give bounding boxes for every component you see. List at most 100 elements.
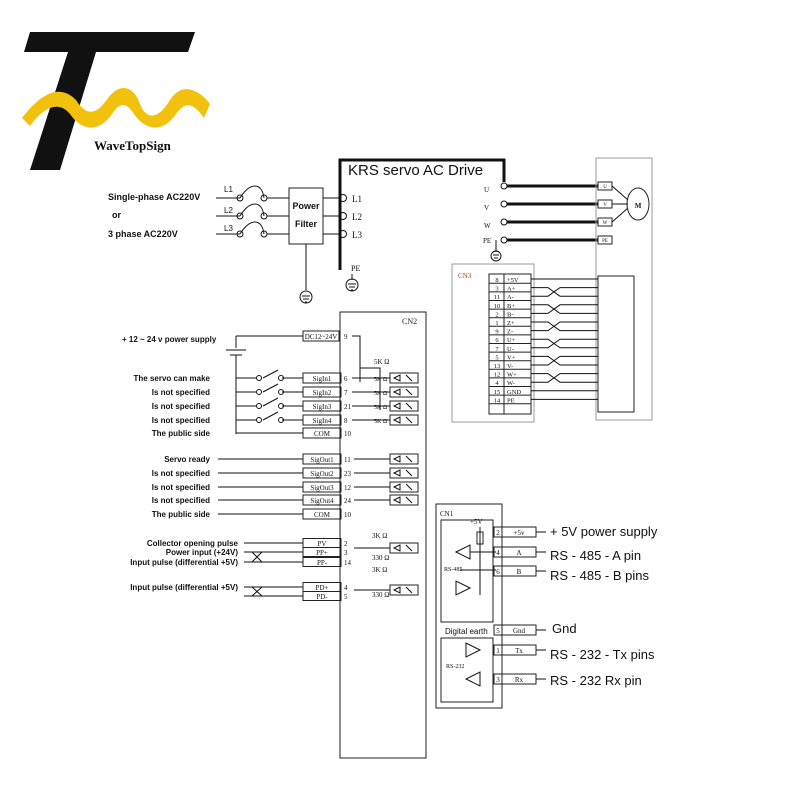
twisted-pair-wire — [531, 338, 598, 349]
pulse-label: Collector opening pulse — [147, 539, 239, 548]
cn3-pin: 3 — [495, 286, 498, 293]
cn3-signal: B- — [507, 311, 514, 318]
drive-term-l2: L2 — [352, 212, 362, 222]
cn3-signal: A+ — [507, 286, 516, 293]
cn2-label: CN2 — [402, 317, 417, 326]
pulse-opto-diode — [392, 544, 413, 552]
switch-contact — [256, 417, 262, 423]
cn3-pin: 15 — [494, 389, 501, 396]
opto-transistor — [392, 496, 413, 504]
rs485-block — [440, 519, 494, 623]
plug-pin-w: W — [603, 221, 608, 226]
power-label-3: 3 phase AC220V — [108, 229, 178, 239]
pulse-term: PV — [318, 540, 327, 548]
pulse-pin: 4 — [344, 584, 348, 592]
drive-term-l1: L1 — [352, 194, 362, 204]
cn1-label: CN1 — [440, 510, 454, 518]
cn1-pin: 5 — [496, 627, 500, 635]
rs232-label: RS-232 — [446, 664, 464, 670]
input-term: COM — [314, 430, 331, 438]
opto-transistor — [392, 483, 413, 491]
cn1-term: A — [516, 549, 521, 557]
cn1-pin: 4 — [496, 549, 500, 557]
power-input-lines — [216, 197, 240, 235]
cn1-desc: RS - 232 Rx pin — [550, 673, 642, 688]
input-resistor: 5K Ω — [374, 405, 388, 411]
twisted-pair-wire — [531, 373, 598, 383]
motor-internal-leads — [611, 185, 629, 223]
rs485-label: RS-485 — [444, 567, 462, 573]
pulse-term: PP+ — [316, 549, 328, 557]
logo-wave — [22, 87, 210, 128]
input-switch — [236, 383, 303, 393]
cn1-desc: RS - 485 - B pins — [550, 568, 649, 583]
input-term: SigIn4 — [313, 417, 332, 425]
twisted-pair-wire — [531, 355, 598, 366]
filter-label-2: Filter — [295, 219, 318, 229]
motor-term-u: U — [484, 186, 489, 194]
cn3-pin: 13 — [494, 363, 501, 370]
logo: WaveTopSign — [22, 32, 210, 170]
cn1-pin: 3 — [496, 676, 500, 684]
motor-term-w: W — [484, 222, 491, 230]
cn2-supply: + 12 ~ 24 v power supply DC12~24V 9 5K Ω — [122, 330, 390, 434]
twisted-pair-wire — [531, 373, 598, 383]
cn1-term: +5v — [514, 529, 525, 537]
cn3-signal: PE — [507, 397, 515, 404]
input-label: The public side — [152, 429, 211, 438]
pulse-term: PP- — [317, 559, 328, 567]
cn1-section: CN1 +5V RS-485 Digital earth RS-232 2+5v… — [435, 503, 658, 709]
breaker-to-filter-lines — [267, 197, 289, 235]
output-term: SigOut3 — [310, 484, 334, 492]
rs485-receiver-icon — [455, 580, 472, 596]
pulse-terminal — [302, 591, 342, 601]
switch-contact — [278, 375, 284, 381]
power-label-1: Single-phase AC220V — [108, 192, 200, 202]
twisted-pair-wire — [531, 321, 598, 332]
pulse-resistor-3: 330 Ω — [372, 554, 389, 562]
line-label-l3: L3 — [224, 224, 233, 233]
cn1-term: Tx — [515, 647, 523, 655]
motor-term-v: V — [484, 204, 489, 212]
cn3-signal: B+ — [507, 303, 515, 310]
input-term: SigIn2 — [313, 389, 332, 397]
filter-to-drive-lines — [323, 197, 340, 235]
opto-transistor — [392, 469, 413, 477]
output-pin: 24 — [344, 497, 352, 505]
motor-wires — [507, 184, 598, 242]
output-terminal — [302, 467, 342, 479]
motor-pe-ground-icon — [490, 250, 502, 262]
input-switch — [236, 411, 303, 421]
switch-contact — [278, 403, 284, 409]
drive-ground-icon — [345, 278, 359, 292]
cn1-pin: 1 — [496, 647, 500, 655]
drive-title: KRS servo AC Drive — [348, 162, 483, 179]
motor-encoder-enclosure — [595, 157, 653, 421]
switch-contact — [278, 417, 284, 423]
cn3-pin: 9 — [495, 329, 498, 336]
supply-label: + 12 ~ 24 v power supply — [122, 335, 217, 344]
twisted-pair-wire — [531, 355, 598, 366]
cn3-signal: +5V — [507, 277, 519, 284]
input-resistor: 5K Ω — [374, 391, 388, 397]
cn1-term: B — [517, 568, 522, 576]
power-input-section: Single-phase AC220V or 3 phase AC220V L1… — [108, 185, 362, 304]
cn3-pin: 1 — [495, 320, 498, 327]
cn3-signal: W+ — [507, 372, 517, 379]
switch-contact — [278, 389, 284, 395]
cn3-signal: W- — [507, 380, 515, 387]
pulse-opto-diode — [392, 586, 413, 594]
twisted-pair-wire — [531, 321, 598, 332]
cn3-enclosure — [451, 263, 535, 423]
cn1-pullup-resistor — [476, 531, 484, 545]
motor-term-pe: PE — [483, 237, 491, 245]
cn2-connector-body — [339, 311, 427, 759]
output-label: Is not specified — [152, 496, 210, 505]
cn3-pin: 8 — [495, 277, 498, 284]
cn1-desc: RS - 232 - Tx pins — [550, 647, 655, 662]
pulse-pin: 3 — [344, 549, 348, 557]
breaker-arcs — [239, 185, 265, 235]
